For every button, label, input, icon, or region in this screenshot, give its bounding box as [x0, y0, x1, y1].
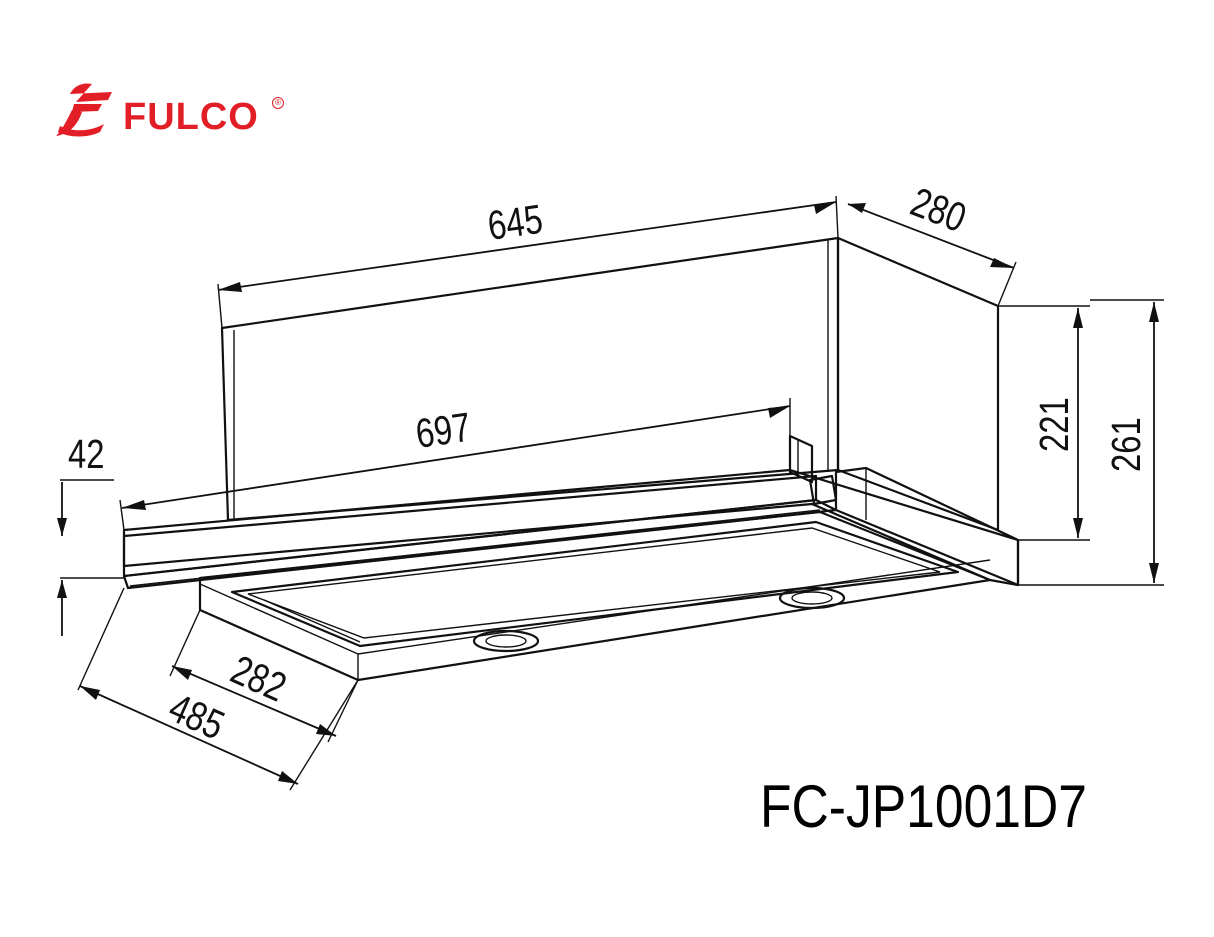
dim-front-height: 42: [68, 430, 104, 476]
model-number: FC-JP1001D7: [760, 773, 1087, 840]
dim-top-depth: 280: [905, 178, 973, 241]
registered-mark-icon: ®: [272, 97, 284, 109]
dim-inner-depth: 282: [224, 646, 293, 711]
brand-name: FULCO: [123, 96, 259, 138]
dimension-lines: [57, 195, 1164, 791]
hood-body-drawing: [122, 236, 1020, 682]
dim-total-height: 261: [1102, 417, 1148, 472]
lamp-left-icon: [472, 629, 540, 653]
fulco-logo-icon: [56, 83, 112, 137]
lamp-right-icon: [778, 586, 846, 610]
dim-front-width: 697: [413, 403, 474, 457]
dim-outer-depth: 485: [162, 684, 231, 749]
dim-back-height: 221: [1030, 397, 1076, 452]
dim-top-width: 645: [485, 195, 546, 249]
